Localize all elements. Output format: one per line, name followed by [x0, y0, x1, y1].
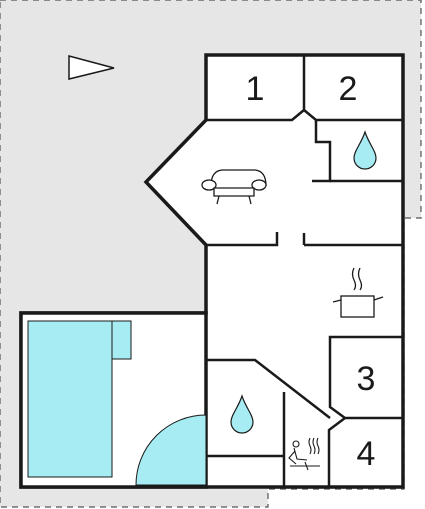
room-label-4: 4	[357, 435, 376, 473]
room-label-3: 3	[357, 360, 376, 398]
water-drop-icon	[230, 394, 254, 434]
sofa-icon	[201, 169, 267, 205]
north-arrow-icon	[68, 55, 115, 80]
cooking-pot-icon	[332, 267, 384, 318]
pool-spa	[135, 414, 207, 486]
room-label-1: 1	[246, 70, 265, 108]
water-drop-icon	[353, 130, 377, 170]
interior-walls	[206, 55, 403, 487]
sauna-icon	[288, 437, 320, 471]
room-label-2: 2	[339, 70, 358, 108]
